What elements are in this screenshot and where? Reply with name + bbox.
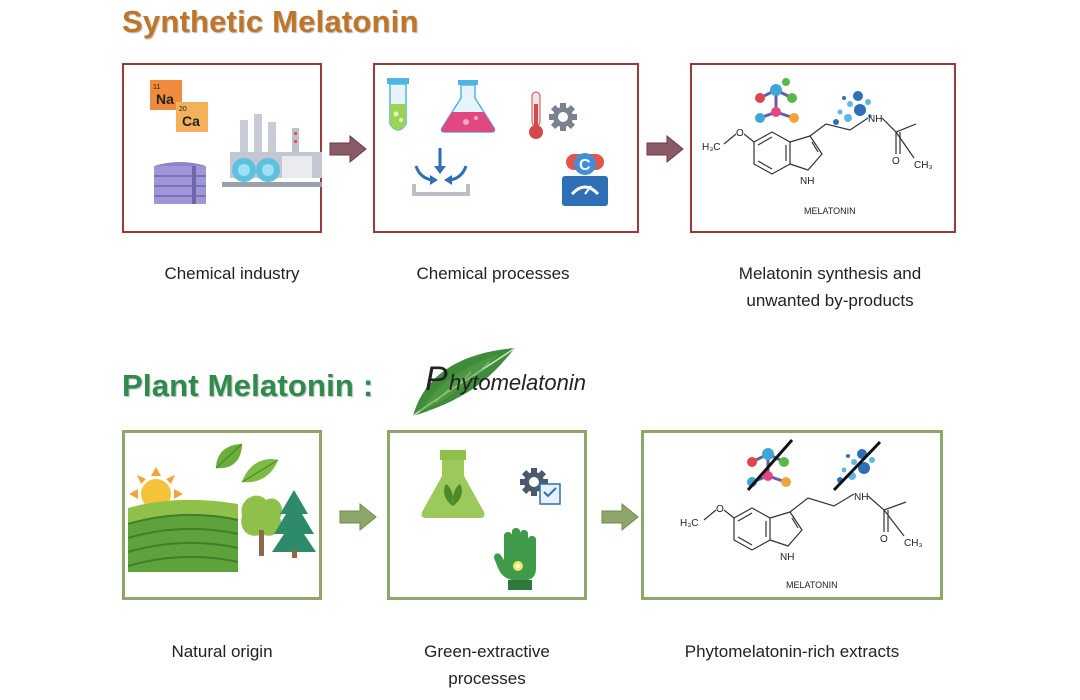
element-tiles-icon: 11 Na 20 Ca xyxy=(150,80,208,132)
caption-line: Phytomelatonin-rich extracts xyxy=(684,642,900,661)
flask-icon xyxy=(440,80,496,133)
green-extractive-box xyxy=(387,430,587,600)
caption-chemical-industry: Chemical industry xyxy=(122,260,342,287)
melatonin-synthesis-box xyxy=(690,63,956,233)
caption-natural-origin: Natural origin xyxy=(112,638,332,665)
ca-symbol: Ca xyxy=(182,113,200,129)
melatonin-methoxy-plant: H₃C xyxy=(680,518,699,529)
arrow-right-icon xyxy=(601,502,639,532)
plant-melatonin-title: Plant Melatonin : xyxy=(122,368,374,403)
green-flask-icon xyxy=(421,450,485,518)
na-symbol: Na xyxy=(156,91,174,107)
caption-line: Natural origin xyxy=(171,642,273,661)
glove-icon xyxy=(494,528,536,590)
test-tube-icon xyxy=(387,78,409,131)
flask-letter: C xyxy=(579,157,591,174)
particles-icon xyxy=(833,91,872,125)
field-icon xyxy=(127,499,239,572)
melatonin-ring-nh: NH xyxy=(800,176,814,187)
melatonin-methyl-plant: CH₃ xyxy=(904,538,923,549)
gear-icon xyxy=(549,103,577,131)
leaf-banner-icon: P hytomelatonin xyxy=(412,347,586,417)
melatonin-name-plant: MELATONIN xyxy=(786,580,838,590)
melatonin-ring-nh-plant: NH xyxy=(780,552,794,563)
factory-icon xyxy=(222,114,322,187)
caption-melatonin-synthesis: Melatonin synthesis and unwanted by-prod… xyxy=(700,260,960,314)
merge-arrows-icon xyxy=(412,148,470,196)
phyto-initial: P xyxy=(425,360,448,398)
caption-line: Chemical processes xyxy=(416,264,570,283)
caption-phytomelatonin-extracts: Phytomelatonin-rich extracts xyxy=(642,638,942,665)
melatonin-structure-plant: H₃C O NH NH O CH₃ MELATONIN xyxy=(680,492,923,590)
arrow-right-icon xyxy=(339,502,377,532)
thermometer-icon xyxy=(529,91,543,139)
melatonin-methyl: CH₃ xyxy=(914,160,933,171)
caption-line: unwanted by-products xyxy=(746,291,914,310)
melatonin-amine: NH xyxy=(868,114,882,125)
melatonin-amine-plant: NH xyxy=(854,492,868,503)
synthetic-melatonin-title: Synthetic Melatonin xyxy=(122,4,419,39)
storage-tank-icon xyxy=(154,162,206,204)
arrow-right-icon xyxy=(646,134,684,164)
caption-line: Melatonin synthesis and xyxy=(738,264,922,283)
crossed-particles-icon xyxy=(832,440,882,492)
caption-chemical-processes: Chemical processes xyxy=(373,260,613,287)
melatonin-methoxy: H₃C xyxy=(702,142,721,153)
caption-line: processes xyxy=(448,669,526,688)
phytomelatonin-label: hytomelatonin xyxy=(449,370,586,395)
caption-line: Chemical industry xyxy=(164,264,300,283)
trees-icon xyxy=(241,490,316,558)
melatonin-carbonyl-o-plant: O xyxy=(880,534,888,545)
melatonin-carbonyl-o: O xyxy=(892,156,900,167)
arrow-right-icon xyxy=(329,134,367,164)
leaves-icon xyxy=(215,443,279,483)
ca-number: 20 xyxy=(179,106,187,113)
melatonin-structure: H₃C O NH NH O CH₃ MELATONIN xyxy=(702,114,933,216)
melatonin-oxygen: O xyxy=(736,128,744,139)
molecule-icon xyxy=(755,78,799,123)
caption-green-extractive: Green-extractive processes xyxy=(380,638,594,692)
caption-line: Green-extractive xyxy=(424,642,550,661)
gear-check-icon xyxy=(520,468,561,505)
scale-icon: C xyxy=(562,153,608,206)
melatonin-oxygen-plant: O xyxy=(716,504,724,515)
melatonin-name: MELATONIN xyxy=(804,206,856,216)
na-number: 11 xyxy=(153,84,160,91)
crossed-molecule-icon xyxy=(746,439,794,491)
